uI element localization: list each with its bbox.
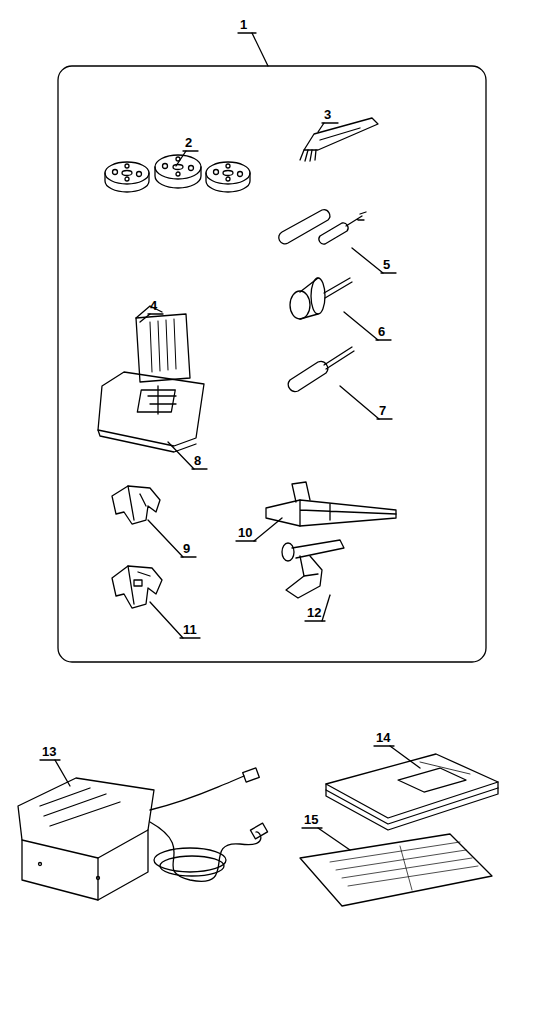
callout-number: 14 <box>376 731 390 745</box>
callout-number: 13 <box>42 745 56 759</box>
lint-brush <box>300 118 378 161</box>
seam-ripper <box>279 210 366 244</box>
bobbins <box>105 155 250 192</box>
callout-number: 3 <box>324 108 331 122</box>
leader-lines <box>40 33 420 850</box>
callout-number: 8 <box>194 454 201 468</box>
callout-number: 10 <box>238 526 252 540</box>
screw-foot <box>282 540 344 598</box>
needle-plate <box>98 372 204 452</box>
parts-sheet <box>300 834 492 906</box>
callout-number: 12 <box>307 606 321 620</box>
callout-number: 15 <box>304 813 318 827</box>
callout-number: 1 <box>240 18 247 32</box>
accessory-box <box>58 66 486 662</box>
foot-controller <box>18 768 268 900</box>
zipper-foot <box>266 482 396 526</box>
callout-number: 11 <box>183 623 197 637</box>
callout-number: 7 <box>379 404 386 418</box>
presser-foot <box>112 486 160 524</box>
presser-foot <box>112 566 162 608</box>
callout-number: 4 <box>150 299 157 313</box>
callout-number: 2 <box>185 136 192 150</box>
callout-number: 9 <box>183 542 190 556</box>
instruction-book <box>326 754 498 830</box>
needle-packet <box>136 306 190 382</box>
callout-number: 5 <box>383 258 390 272</box>
small-screwdriver <box>290 278 352 319</box>
callout-number: 6 <box>378 325 385 339</box>
screwdriver <box>288 347 354 392</box>
